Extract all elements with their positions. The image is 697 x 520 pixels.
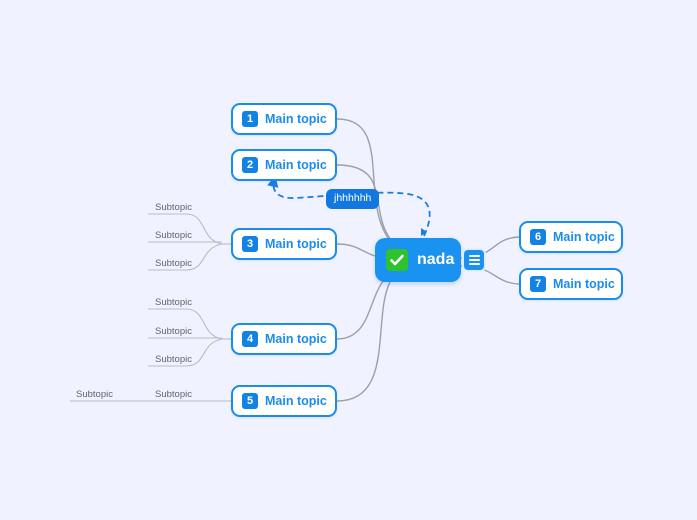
main-topic-node-1[interactable]: 1 Main topic [231, 103, 337, 135]
topic-label-7: Main topic [553, 277, 615, 291]
subtopic-3-1[interactable]: Subtopic [155, 202, 192, 213]
main-topic-node-3[interactable]: 3 Main topic [231, 228, 337, 260]
topic-badge-7: 7 [530, 276, 546, 292]
subtopic-3-2[interactable]: Subtopic [155, 230, 192, 241]
notes-icon-bar [468, 263, 480, 265]
topic-label-1: Main topic [265, 112, 327, 126]
subtopic-4-1[interactable]: Subtopic [155, 297, 192, 308]
central-node-label: nada [417, 251, 455, 268]
relation-label[interactable]: jhhhhhh [326, 189, 380, 209]
link-central-topic4 [336, 279, 385, 340]
topic-label-3: Main topic [265, 237, 327, 251]
notes-icon-bar [468, 255, 480, 257]
topic-badge-3: 3 [242, 236, 258, 252]
subtopic-5-2[interactable]: Subtopic [76, 389, 113, 400]
subtopic-5-1[interactable]: Subtopic [155, 389, 192, 400]
topic-label-6: Main topic [553, 230, 615, 244]
main-topic-node-7[interactable]: 7 Main topic [519, 268, 623, 300]
topic-badge-4: 4 [242, 331, 258, 347]
topic-badge-2: 2 [242, 157, 258, 173]
link-central-topic3 [336, 243, 376, 257]
green-check-icon [386, 249, 408, 271]
topic-badge-5: 5 [242, 393, 258, 409]
topic-label-5: Main topic [265, 394, 327, 408]
main-topic-node-5[interactable]: 5 Main topic [231, 385, 337, 417]
subtopic-4-2[interactable]: Subtopic [155, 326, 192, 337]
topic-badge-6: 6 [530, 229, 546, 245]
central-node[interactable]: nada [375, 238, 461, 282]
subtopic-4-3[interactable]: Subtopic [155, 354, 192, 365]
notes-lines-icon[interactable] [464, 250, 484, 270]
main-topic-node-2[interactable]: 2 Main topic [231, 149, 337, 181]
notes-icon-bars [468, 255, 480, 265]
link-central-topic1 [336, 118, 389, 239]
topic-label-4: Main topic [265, 332, 327, 346]
link-central-topic5 [336, 281, 391, 402]
subtopic-3-3[interactable]: Subtopic [155, 258, 192, 269]
main-topic-node-4[interactable]: 4 Main topic [231, 323, 337, 355]
topic-label-2: Main topic [265, 158, 327, 172]
relation-arrow-head-central [421, 228, 427, 236]
topic-badge-1: 1 [242, 111, 258, 127]
notes-icon-bar [468, 259, 480, 261]
main-topic-node-6[interactable]: 6 Main topic [519, 221, 623, 253]
